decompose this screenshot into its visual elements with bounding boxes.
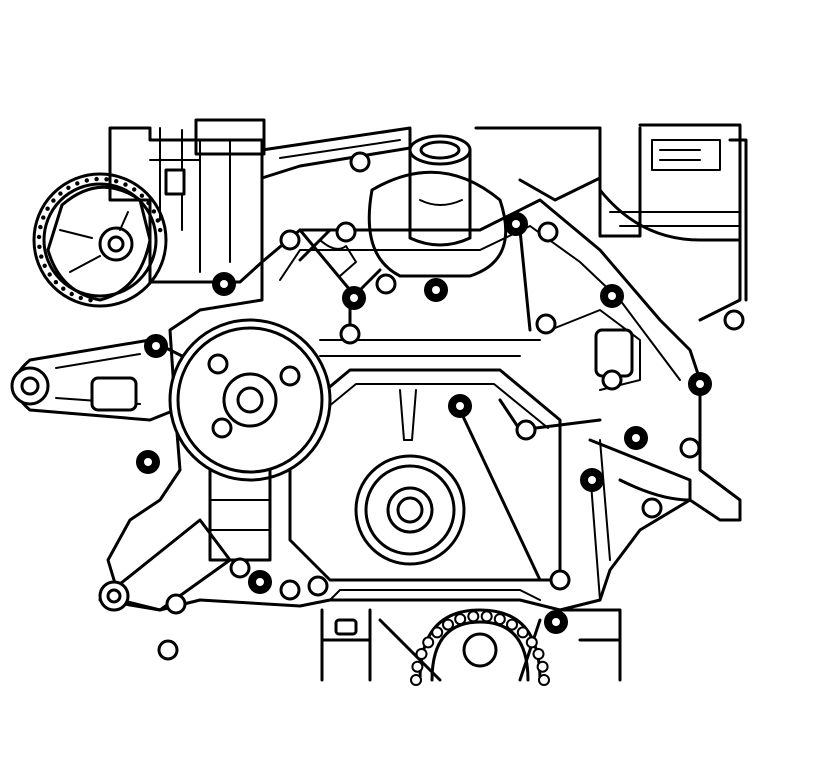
bolt-center — [456, 402, 464, 410]
upper-left-bracket — [108, 118, 266, 284]
bolt-head — [339, 323, 361, 345]
sprocket-tooth — [45, 206, 50, 211]
bolt-head — [229, 557, 251, 579]
bolt-center — [350, 294, 358, 302]
sprocket-tooth — [47, 272, 52, 277]
bolt-head — [307, 575, 329, 597]
chain-link — [538, 674, 550, 686]
bolt-center — [512, 220, 520, 228]
sprocket-tooth — [41, 215, 46, 220]
sprocket-tooth — [123, 182, 128, 187]
bolt-center — [588, 476, 596, 484]
sprocket-tooth — [155, 218, 160, 223]
chain-link — [467, 610, 480, 623]
bolt-head — [279, 365, 301, 387]
water-pump-pulley — [168, 318, 332, 482]
oil-pan-flange — [320, 608, 622, 682]
sprocket-tooth — [94, 176, 99, 182]
bolt-head — [515, 419, 537, 441]
bolt-head — [207, 353, 229, 375]
chain-link — [532, 648, 545, 660]
chain-link — [536, 660, 549, 673]
bolt-head — [601, 369, 623, 391]
bolt-head — [279, 579, 301, 601]
chain-link — [493, 613, 506, 626]
chain-link — [454, 613, 467, 626]
sprocket-tooth — [53, 280, 59, 285]
chain-link — [410, 674, 422, 686]
sprocket-tooth — [66, 185, 71, 190]
sprocket-tooth — [38, 224, 43, 230]
bolt-center — [552, 618, 560, 626]
water-pump-arm — [10, 338, 202, 422]
sprocket-tooth — [158, 227, 163, 233]
sprocket-tooth — [37, 244, 42, 249]
sprocket-tooth — [75, 181, 80, 186]
bolt-head — [679, 437, 701, 459]
bolt-head — [211, 417, 233, 439]
sprocket-tooth — [39, 254, 44, 259]
chain-link — [411, 660, 424, 673]
water-outlet-housing — [367, 134, 508, 278]
chain-link — [431, 626, 444, 639]
chain-link — [415, 648, 428, 660]
bolt-center — [696, 380, 704, 388]
sprocket-teeth — [36, 176, 163, 303]
bolt-center — [152, 342, 160, 350]
timing-chain — [410, 610, 550, 686]
chain-link — [442, 618, 454, 631]
bolt-center — [144, 458, 152, 466]
bolt-head — [375, 273, 397, 295]
chain-link — [525, 636, 538, 649]
sprocket-tooth — [61, 286, 66, 291]
sprocket-tooth — [51, 198, 56, 203]
bolt-head — [157, 639, 179, 661]
bolt-head — [279, 229, 301, 251]
bolt-head — [165, 593, 187, 615]
bolt-center — [632, 434, 640, 442]
plain-bolts — [157, 151, 745, 661]
highlighted-bolts — [136, 212, 712, 634]
bolt-center — [256, 578, 264, 586]
chain-link — [506, 618, 518, 631]
timing-cover — [106, 198, 742, 612]
water-pump-body — [98, 468, 272, 612]
sprocket-tooth — [69, 291, 74, 297]
bolt-head — [535, 313, 557, 335]
bolt-center — [608, 292, 616, 300]
chain-link — [516, 626, 529, 639]
crankshaft-seal — [354, 454, 466, 566]
chain-link — [422, 636, 435, 649]
sprocket-tooth — [36, 234, 42, 240]
bolt-head — [335, 221, 357, 243]
sprocket-tooth — [88, 298, 93, 303]
crank-sprocket — [378, 608, 542, 682]
bolt-center — [220, 280, 228, 288]
chain-link — [480, 610, 493, 623]
sprocket-tooth — [42, 263, 47, 268]
top-structures — [260, 123, 748, 322]
sprocket-tooth — [132, 187, 137, 192]
sprocket-tooth — [58, 191, 63, 196]
bolt-head — [549, 569, 571, 591]
bolt-head — [641, 497, 663, 519]
bolt-head — [537, 221, 559, 243]
sprocket-tooth — [104, 177, 109, 182]
bolt-center — [432, 286, 440, 294]
sprocket-tooth — [151, 209, 157, 214]
bolt-head — [349, 151, 371, 173]
sprocket-tooth — [78, 295, 84, 301]
sprocket-tooth — [139, 193, 145, 198]
sprocket-tooth — [114, 179, 119, 184]
bolt-head — [723, 309, 745, 331]
sprocket-tooth — [84, 178, 90, 183]
camshaft-sprocket — [32, 172, 168, 308]
